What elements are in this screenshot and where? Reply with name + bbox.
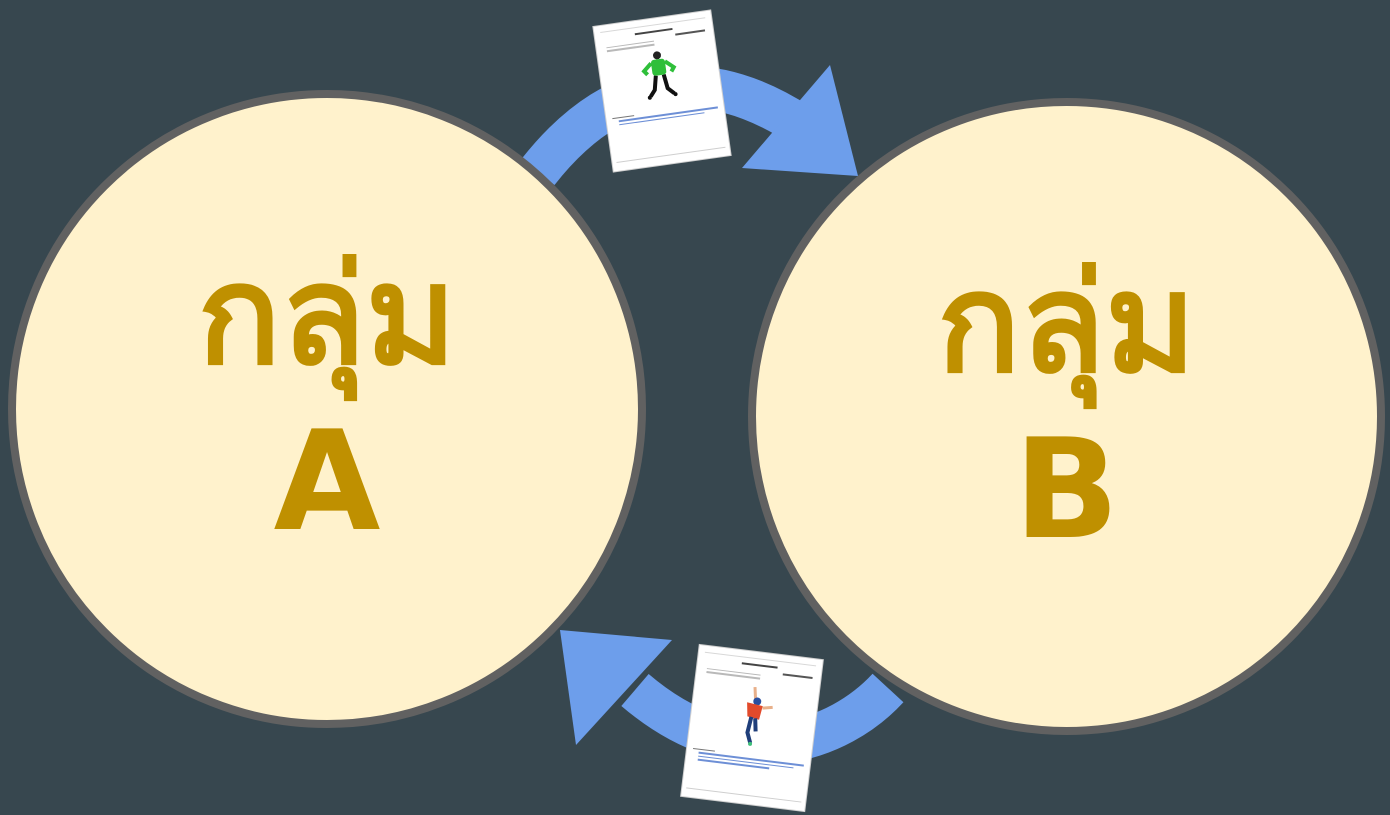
worksheet-bottom-icon <box>681 645 823 811</box>
dancer-red-icon <box>745 686 773 746</box>
group-a-word: กลุ่ม <box>197 235 457 396</box>
dancer-green-icon <box>641 50 678 100</box>
group-a-circle: กลุ่ม A <box>8 90 646 728</box>
group-b-circle: กลุ่ม B <box>748 98 1385 735</box>
group-b-word: กลุ่ม <box>936 242 1197 404</box>
group-a-letter: A <box>273 401 381 562</box>
group-b-letter: B <box>1013 408 1120 570</box>
worksheet-top-icon <box>593 10 731 172</box>
